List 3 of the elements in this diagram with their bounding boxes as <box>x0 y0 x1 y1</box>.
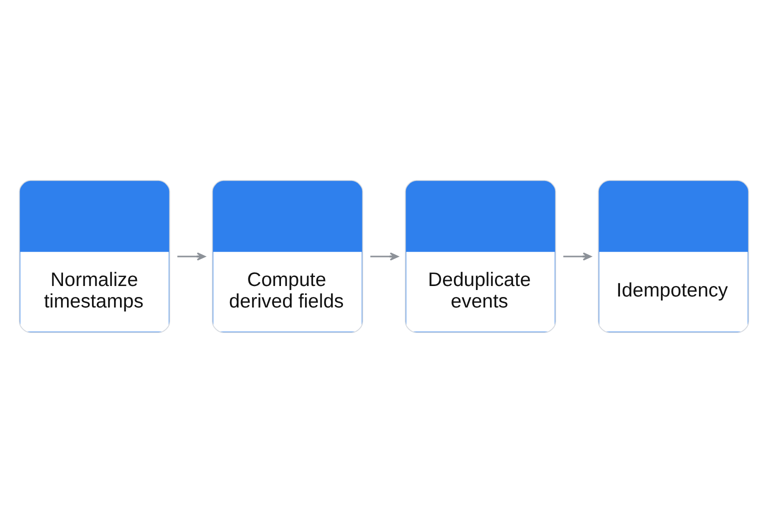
arrow <box>370 252 399 260</box>
arrow <box>563 252 592 260</box>
arrow <box>177 252 206 260</box>
